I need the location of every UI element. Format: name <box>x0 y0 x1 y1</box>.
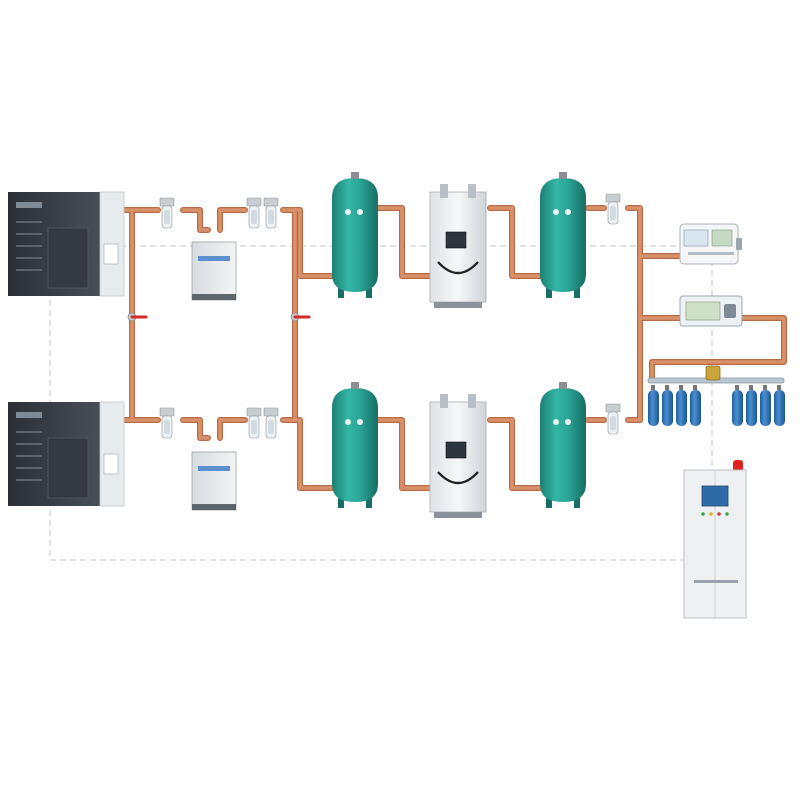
manifold-valve <box>705 365 721 381</box>
flowmeter-icon <box>679 295 743 327</box>
production-trains <box>8 172 621 518</box>
cylinder-row-right <box>732 385 785 426</box>
oxygen-buffer-tank-icon <box>540 172 586 298</box>
inline-filter-icon <box>263 407 279 439</box>
sterile-filter-icon <box>605 193 621 225</box>
cylinder-row-left <box>648 385 701 426</box>
signal-lines <box>49 245 713 561</box>
gas-cylinder-icon <box>732 385 743 426</box>
inline-filter-icon <box>246 407 262 439</box>
gas-cylinder-icon <box>760 385 771 426</box>
air-receiver-tank-icon <box>332 172 378 298</box>
inline-filter-icon <box>246 197 262 229</box>
train-2 <box>8 382 621 518</box>
cabinet-screen <box>701 485 729 507</box>
cylinder-manifold <box>647 365 785 426</box>
control-cabinet-icon <box>683 460 747 619</box>
refrigerated-dryer-icon <box>191 451 237 511</box>
train-1 <box>8 172 621 308</box>
gas-cylinder-icon <box>648 385 659 426</box>
refrigerated-dryer-icon <box>191 241 237 301</box>
gas-cylinder-icon <box>746 385 757 426</box>
gas-cylinder-icon <box>662 385 673 426</box>
oxygen-analyzer-icon <box>679 223 742 265</box>
inline-filter-icon <box>159 197 175 229</box>
oxygen-generator-icon <box>429 184 487 308</box>
gas-cylinder-icon <box>690 385 701 426</box>
ball-valve-icon <box>127 312 148 322</box>
copper-piping <box>115 205 787 491</box>
ball-valve-icon <box>290 312 311 322</box>
air-compressor-icon <box>8 191 125 297</box>
sterile-filter-icon <box>605 403 621 435</box>
gas-cylinder-icon <box>676 385 687 426</box>
cabinet-beacon <box>733 460 743 472</box>
oxygen-generator-icon <box>429 394 487 518</box>
inline-filter-icon <box>263 197 279 229</box>
gas-cylinder-icon <box>774 385 785 426</box>
inline-filter-icon <box>159 407 175 439</box>
oxygen-buffer-tank-icon <box>540 382 586 508</box>
air-receiver-tank-icon <box>332 382 378 508</box>
air-compressor-icon <box>8 401 125 507</box>
